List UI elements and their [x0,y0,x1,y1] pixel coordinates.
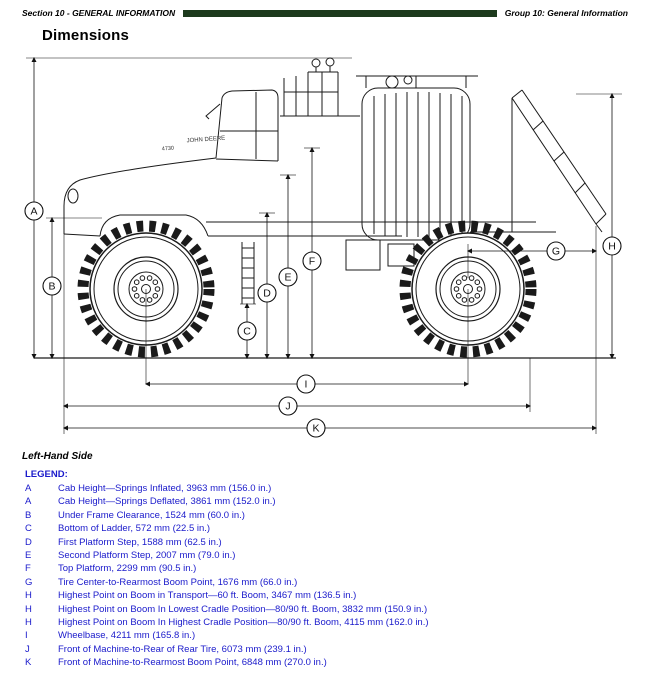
svg-text:D: D [263,288,271,300]
callout-c: C [237,321,257,341]
legend-text: Second Platform Step, 2007 mm (79.0 in.) [58,550,236,562]
solution-tank [356,75,478,241]
page-title: Dimensions [42,27,130,44]
legend-text: Wheelbase, 4211 mm (165.8 in.) [58,630,196,642]
callout-g: G [546,241,566,261]
legend-item: K Front of Machine-to-Rearmost Boom Poin… [25,656,648,669]
legend-key: H [25,590,32,602]
underbody-unit [345,239,381,271]
headlight [67,188,79,204]
legend-item: H Highest Point on Boom in Transport—60 … [25,589,648,602]
callout-e: E [278,267,298,287]
callout-i: I [296,374,316,394]
legend-item: E Second Platform Step, 2007 mm (79.0 in… [25,549,648,562]
legend-text: Tire Center-to-Rearmost Boom Point, 1676… [58,576,298,588]
brand-label: JOHN DEERE [186,136,225,145]
legend-text: Front of Machine-to-Rearmost Boom Point,… [58,657,327,669]
legend-text: Highest Point on Boom In Lowest Cradle P… [58,603,428,615]
front-tire-tread [77,220,215,358]
callout-b: B [42,276,62,296]
rear-tire-tread [399,220,537,358]
legend-heading: LEGEND: [25,469,68,480]
svg-text:H: H [608,241,616,253]
mirror [205,103,221,120]
page-header: Section 10 - GENERAL INFORMATION Group 1… [0,0,648,18]
legend-key: A [25,483,32,494]
legend-key: B [25,509,32,521]
legend-text: Top Platform, 2299 mm (90.5 in.) [58,563,197,575]
svg-text:B: B [48,281,55,293]
legend-item: B Under Frame Clearance, 1524 mm (60.0 i… [25,509,648,522]
legend-key: D [25,536,32,548]
platform-railing [280,72,360,117]
legend-key: J [25,643,30,655]
diagram-caption: Left-Hand Side [22,451,93,462]
legend-key: C [25,523,32,535]
callout-a: A [24,201,44,221]
machine-body [34,57,616,359]
callout-j: J [278,396,298,416]
legend-key: I [25,630,28,642]
legend-item: C Bottom of Ladder, 572 mm (22.5 in.) [25,522,648,535]
legend-text: Highest Point on Boom in Transport—60 ft… [58,590,357,602]
svg-text:J: J [285,401,290,413]
legend-item: J Front of Machine-to-Rear of Rear Tire,… [25,643,648,656]
callout-k: K [306,418,326,438]
legend-key: F [25,563,31,575]
svg-text:G: G [552,246,560,258]
tank-filler-cap [385,75,399,89]
legend-text: Cab Height—Springs Inflated, 3963 mm (15… [58,483,272,494]
legend-key: K [25,657,32,669]
legend-item: H Highest Point on Boom In Lowest Cradle… [25,603,648,616]
dimensions-diagram: JOHN DEERE 4730 [16,46,648,451]
svg-text:C: C [243,326,251,338]
legend-key: G [25,576,33,588]
ladder [241,242,255,304]
callout-f: F [302,251,322,271]
callout-d: D [257,283,277,303]
legend-item: F Top Platform, 2299 mm (90.5 in.) [25,562,648,575]
legend-key: H [25,617,32,629]
legend-key: H [25,603,32,615]
svg-text:K: K [312,423,319,435]
legend-text: Highest Point on Boom In Highest Cradle … [58,617,429,629]
section-header-right: Group 10: General Information [504,8,628,18]
legend-item: A Cab Height—Springs Deflated, 3861 mm (… [25,495,648,508]
legend-key: E [25,550,32,562]
section-header-left: Section 10 - GENERAL INFORMATION [22,8,176,18]
sprayer-dimension-drawing: JOHN DEERE 4730 [24,56,622,438]
legend-item: G Tire Center-to-Rearmost Boom Point, 16… [25,576,648,589]
legend-item: I Wheelbase, 4211 mm (165.8 in.) [25,629,648,642]
legend-text: Cab Height—Springs Deflated, 3861 mm (15… [58,496,276,508]
legend-text: Front of Machine-to-Rear of Rear Tire, 6… [58,643,307,655]
svg-text:I: I [305,379,308,391]
svg-text:F: F [309,256,315,268]
header-divider-bar [183,10,497,17]
svg-text:E: E [284,272,291,284]
callout-h: H [602,236,622,256]
legend-item: D First Platform Step, 1588 mm (62.5 in.… [25,536,648,549]
callouts: A B C D E F G H [24,201,622,438]
svg-text:A: A [30,206,37,218]
legend-text: First Platform Step, 1588 mm (62.5 in.) [58,536,222,548]
legend-key: A [25,496,32,508]
legend-item: A Cab Height—Springs Inflated, 3963 mm (… [25,482,648,495]
legend-item: H Highest Point on Boom In Highest Cradl… [25,616,648,629]
model-label: 4730 [162,146,175,153]
legend: LEGEND: A Cab Height—Springs Inflated, 3… [25,469,648,670]
cab [205,89,279,162]
legend-text: Bottom of Ladder, 572 mm (22.5 in.) [58,523,211,535]
folded-boom [511,89,607,233]
beacon-lights [308,57,338,73]
legend-text: Under Frame Clearance, 1524 mm (60.0 in.… [58,509,245,521]
